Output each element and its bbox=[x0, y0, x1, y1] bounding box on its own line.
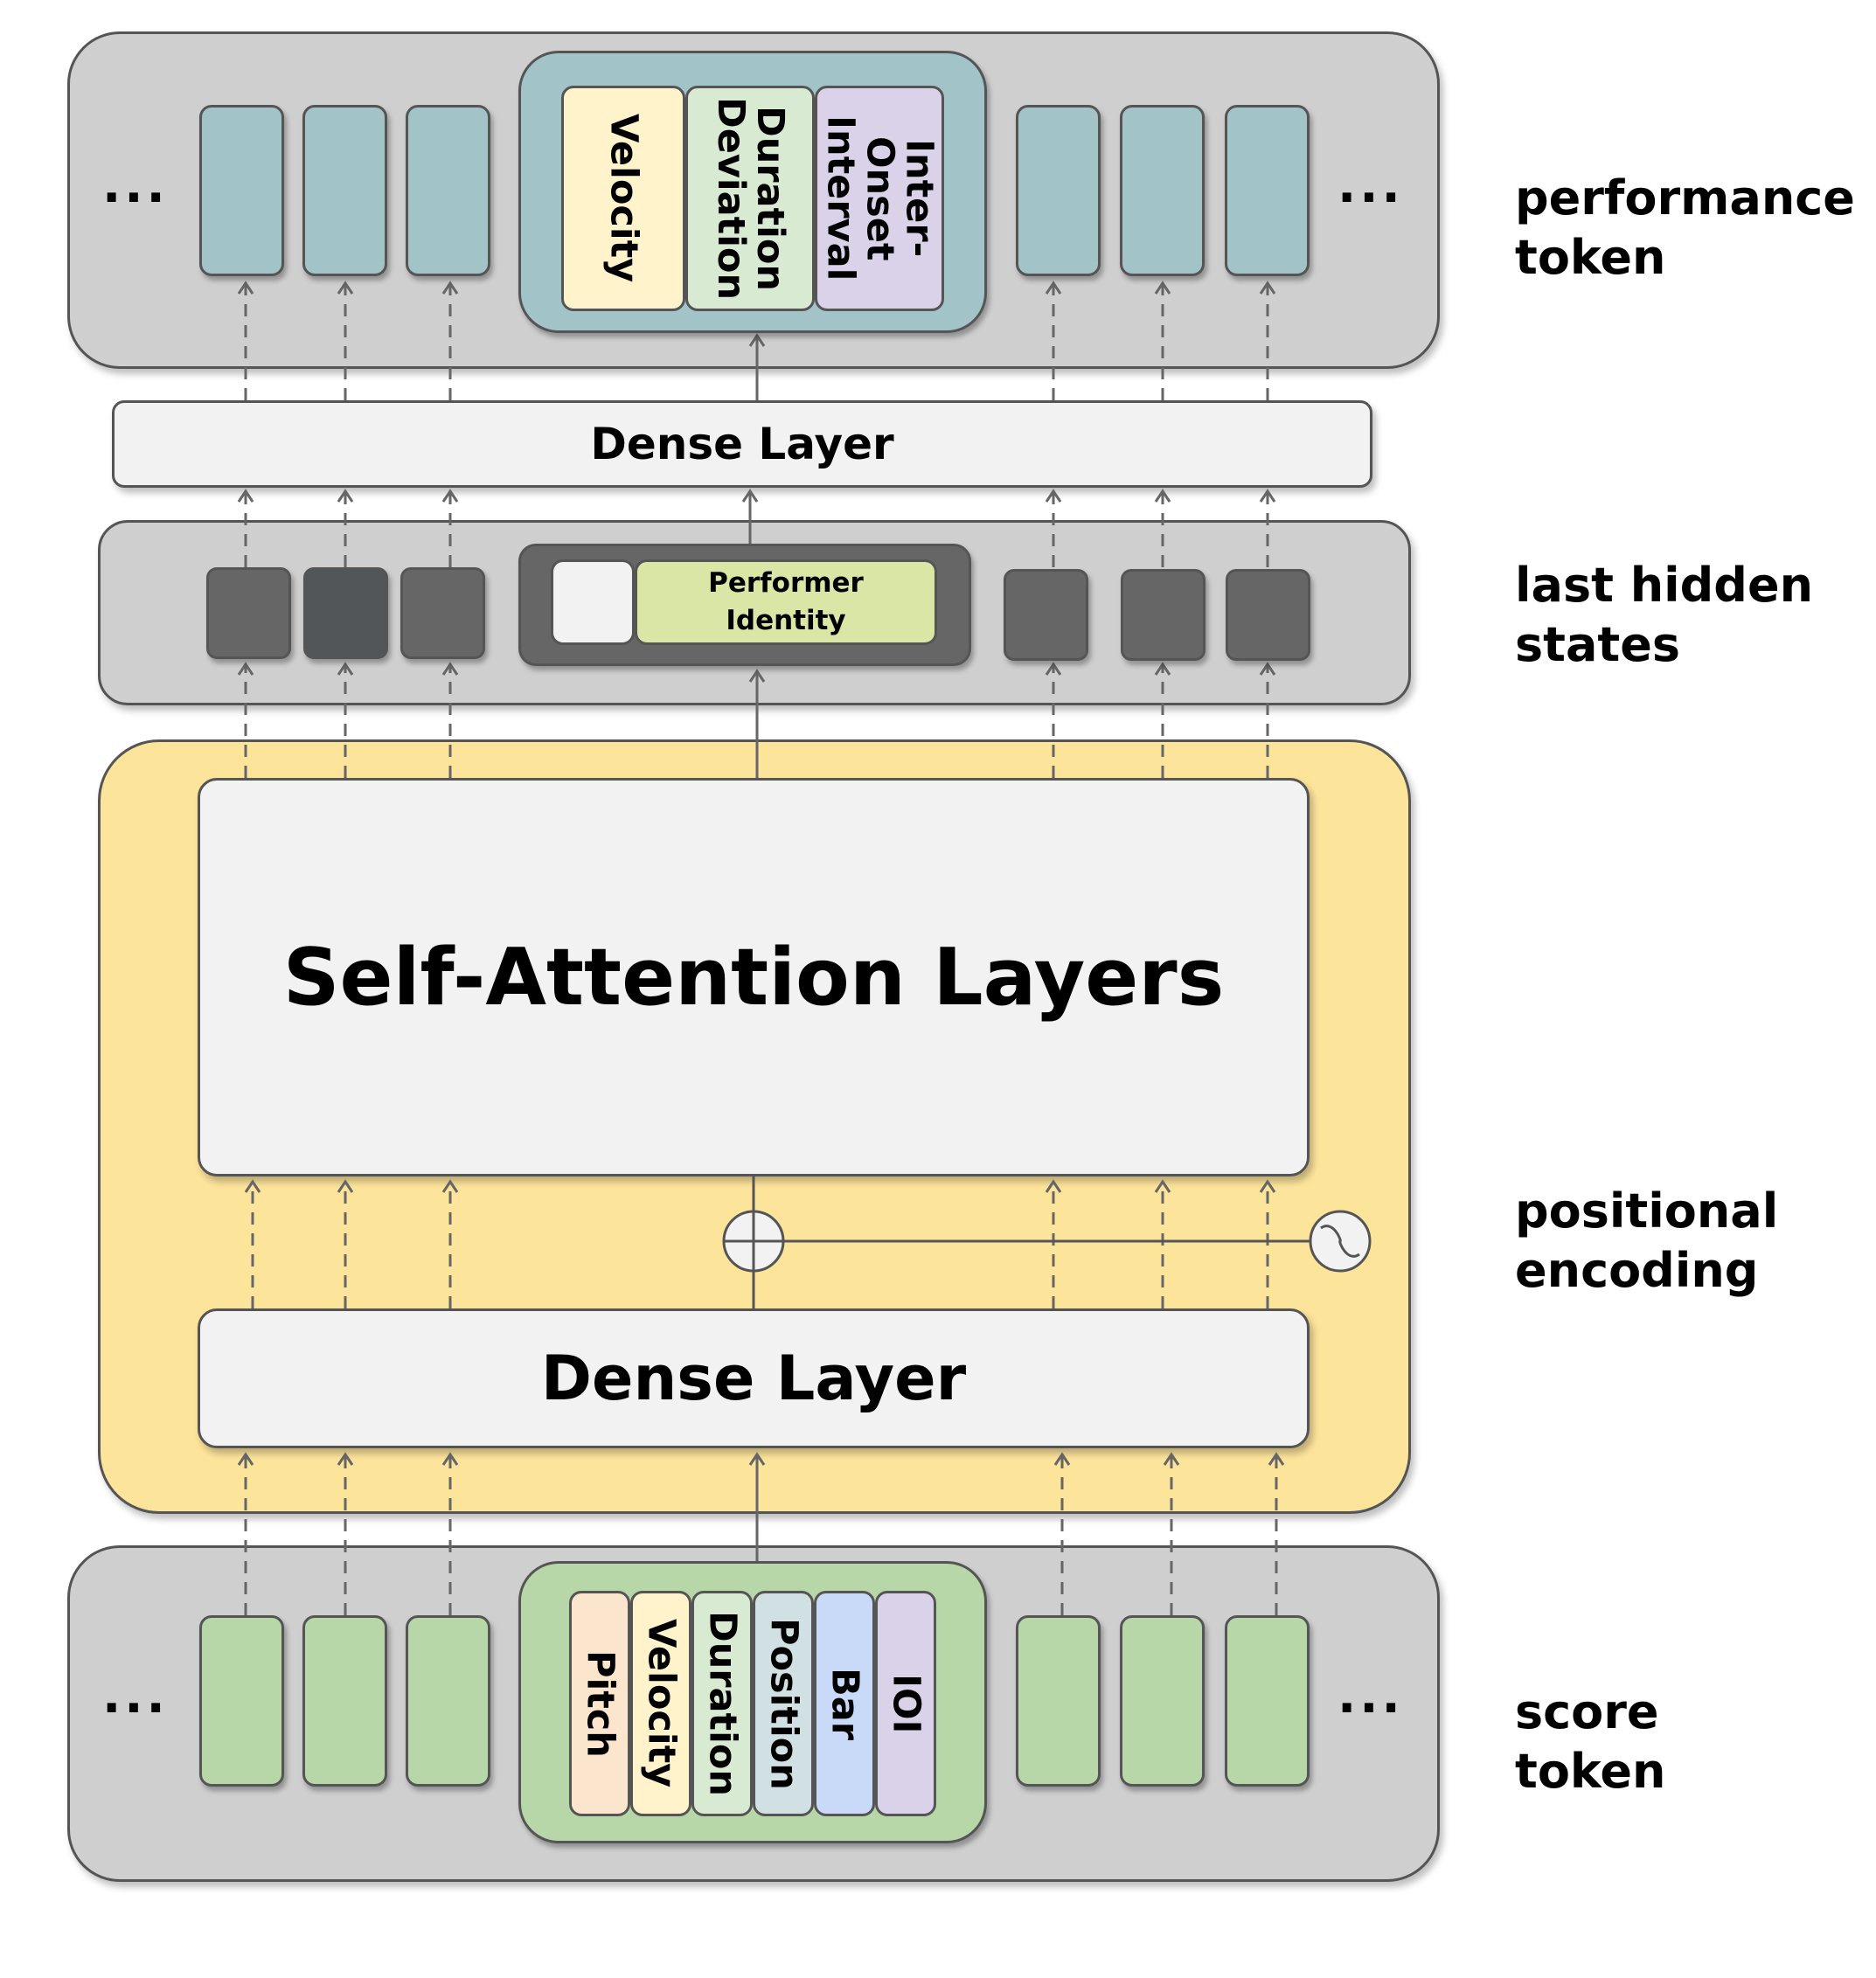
arrow-head bbox=[337, 1452, 354, 1466]
label-last-hidden-states: last hidden states bbox=[1515, 558, 1814, 672]
feature-velocity: Velocity bbox=[561, 86, 685, 311]
feature-bar: Bar bbox=[814, 1591, 875, 1816]
arrow-head bbox=[441, 489, 459, 503]
arrow-head bbox=[441, 662, 459, 676]
arrow-head bbox=[1154, 281, 1171, 295]
hidden-state bbox=[400, 567, 485, 659]
arrow-head bbox=[1259, 662, 1276, 676]
score-left-ellipsis: ... bbox=[102, 1668, 169, 1725]
arrow-head bbox=[237, 1452, 254, 1466]
arrow-head bbox=[1045, 1179, 1062, 1193]
arrow-head bbox=[748, 1452, 766, 1466]
arrow-head bbox=[1154, 489, 1171, 503]
hidden-state bbox=[1226, 569, 1310, 661]
hidden-state bbox=[206, 567, 291, 659]
arrow-head bbox=[1163, 1452, 1180, 1466]
feature-position: Position bbox=[753, 1591, 814, 1816]
arrow-head bbox=[1268, 1452, 1285, 1466]
arrow-head bbox=[441, 281, 459, 295]
arrow-head bbox=[748, 669, 766, 683]
performance-token bbox=[1120, 105, 1205, 276]
score-right-ellipsis: ... bbox=[1338, 1668, 1404, 1725]
arrow-head bbox=[441, 1179, 459, 1193]
arrow-head bbox=[1154, 662, 1171, 676]
performer-identity: Performer Identity bbox=[635, 559, 937, 645]
arrow-head bbox=[1259, 1179, 1276, 1193]
performance-token bbox=[1225, 105, 1310, 276]
label-score-token: score token bbox=[1515, 1684, 1666, 1799]
arrow-head bbox=[741, 489, 759, 503]
feature-velocity: Velocity bbox=[630, 1591, 691, 1816]
hidden-state bbox=[1121, 569, 1206, 661]
arrow-head bbox=[1053, 1452, 1071, 1466]
hidden-state bbox=[1004, 569, 1088, 661]
arrow-head bbox=[337, 662, 354, 676]
label-positional-encoding: positional encoding bbox=[1515, 1183, 1779, 1298]
score-token bbox=[406, 1615, 490, 1787]
arrow-head bbox=[1154, 1179, 1171, 1193]
arrow-head bbox=[1259, 489, 1276, 503]
hidden-state-blank-slot bbox=[551, 559, 635, 645]
performance-token bbox=[199, 105, 284, 276]
arrow-head bbox=[337, 489, 354, 503]
hidden-state bbox=[303, 567, 388, 659]
feature-duration-deviation: Duration Deviation bbox=[685, 86, 815, 311]
score-token bbox=[1016, 1615, 1101, 1787]
feature-inter-onset-interval: Inter-Onset Interval bbox=[815, 86, 944, 311]
feature-pitch: Pitch bbox=[569, 1591, 630, 1816]
performance-token bbox=[1016, 105, 1101, 276]
bottom-dense-layer: Dense Layer bbox=[198, 1308, 1310, 1448]
arrow-head bbox=[441, 1452, 459, 1466]
performance-token bbox=[302, 105, 387, 276]
arrow-head bbox=[748, 333, 766, 347]
feature-duration: Duration bbox=[691, 1591, 753, 1816]
arrow-head bbox=[237, 662, 254, 676]
performance-right-ellipsis: ... bbox=[1338, 157, 1404, 214]
self-attention-layers: Self-Attention Layers bbox=[198, 778, 1310, 1176]
label-performance-token: performance token bbox=[1515, 170, 1855, 285]
score-token bbox=[1120, 1615, 1205, 1787]
positional-encoding-connector bbox=[722, 1176, 1372, 1308]
arrow-head bbox=[237, 489, 254, 503]
arrow-head bbox=[237, 281, 254, 295]
score-token bbox=[302, 1615, 387, 1787]
arrow-head bbox=[1259, 281, 1276, 295]
arrow-head bbox=[1045, 489, 1062, 503]
top-dense-layer: Dense Layer bbox=[112, 400, 1372, 488]
arrow-head bbox=[1045, 281, 1062, 295]
arrow-head bbox=[1045, 662, 1062, 676]
score-token bbox=[199, 1615, 284, 1787]
feature-ioi: IOI bbox=[875, 1591, 936, 1816]
arrow-head bbox=[244, 1179, 261, 1193]
arrow-head bbox=[337, 281, 354, 295]
performance-left-ellipsis: ... bbox=[102, 157, 169, 214]
score-token bbox=[1225, 1615, 1310, 1787]
performance-token bbox=[406, 105, 490, 276]
arrow-head bbox=[337, 1179, 354, 1193]
